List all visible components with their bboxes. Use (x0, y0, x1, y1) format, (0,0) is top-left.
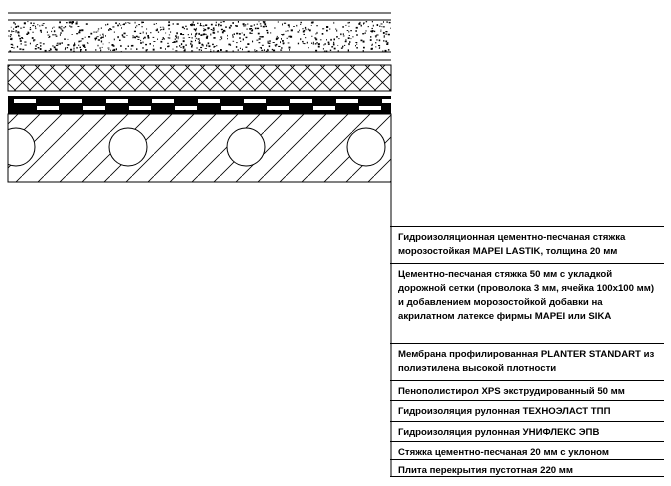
legend-row-4: Пенополистирол XPS экструдированный 50 м… (390, 380, 664, 400)
legend-row-7: Стяжка цементно-песчаная 20 мм с уклоном (390, 441, 664, 459)
hollow-core-slab (0, 113, 452, 183)
legend-row-3: Мембрана профилированная PLANTER STANDAR… (390, 343, 664, 380)
membrane-layer (8, 95, 473, 115)
legend-row-8: Плита перекрытия пустотная 220 мм (390, 459, 664, 477)
legend-row-5: Гидроизоляция рулонная ТЕХНОЭЛАСТ ТПП (390, 400, 664, 421)
legend-row-6: Гидроизоляция рулонная УНИФЛЕКС ЭПВ (390, 421, 664, 441)
insulation-layer (7, 64, 392, 92)
legend-row-2: Цементно-песчаная стяжка 50 мм с укладко… (390, 263, 664, 343)
top-screed-layer (8, 12, 391, 61)
legend-row-1: Гидроизоляционная цементно-песчаная стяж… (390, 226, 664, 263)
